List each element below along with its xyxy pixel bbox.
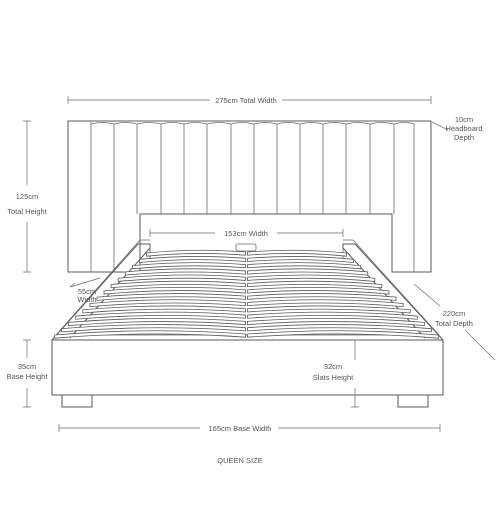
slat-right-7	[247, 287, 390, 295]
dimension-labels: 275cm Total Width 10cm Headboard Depth 1…	[7, 96, 483, 465]
slat-right-9	[247, 299, 404, 308]
slat-right-4	[247, 268, 369, 276]
left-foot	[61, 394, 93, 408]
slat-left-10	[82, 305, 246, 314]
total-height-label: 125cm	[16, 192, 39, 201]
inner-width-label: 153cm Width	[224, 229, 268, 238]
slat-right-2	[247, 256, 354, 263]
base-width-label: 165cm Base Width	[209, 424, 272, 433]
slat-right-12	[247, 317, 425, 327]
headboard	[67, 120, 432, 273]
total-depth-label-line2: Total Depth	[435, 319, 473, 328]
slat-left-12	[68, 317, 246, 327]
slat-left-3	[131, 262, 246, 270]
side-width-label: 55cm	[78, 287, 96, 296]
slat-right-3	[247, 262, 362, 270]
slat-left-2	[139, 256, 246, 263]
dimension-lines	[23, 96, 496, 432]
right-foot	[397, 394, 429, 408]
slats-height-label: 32cm	[324, 362, 342, 371]
total-depth-label: 220cm	[443, 309, 466, 318]
base-height-label-line2: Base Height	[7, 372, 49, 381]
slat-right-13	[247, 324, 432, 333]
slat-left-9	[89, 299, 246, 308]
slat-right-10	[247, 305, 411, 314]
slat-left-13	[61, 324, 246, 333]
slat-right-6	[247, 280, 383, 289]
headboard-depth-label-line3: Depth	[454, 133, 474, 142]
headboard-depth-label: 10cm	[455, 115, 473, 124]
slats-height-label-line2: Slats Height	[313, 373, 354, 382]
headboard-depth-label-line2: Headboard	[445, 124, 482, 133]
total-height-line	[23, 120, 31, 273]
slats	[54, 249, 439, 339]
total-width-label: 275cm Total Width	[215, 96, 277, 105]
base-width-line	[58, 424, 441, 432]
slat-left-6	[110, 280, 246, 289]
slat-left-7	[103, 287, 246, 295]
slat-left-14	[54, 330, 246, 339]
slat-right-5	[247, 274, 376, 282]
side-width-label-line2: Width	[77, 295, 96, 304]
size-caption: QUEEN SIZE	[217, 456, 262, 465]
slat-right-14	[247, 330, 439, 339]
headboard-depth-line	[431, 121, 449, 131]
slat-left-1	[146, 249, 246, 257]
base-height-line	[23, 339, 31, 408]
base-height-label: 35cm	[18, 362, 36, 371]
slat-left-11	[75, 311, 246, 320]
slats-height-line	[351, 339, 359, 408]
bed-frame	[51, 239, 444, 408]
slat-left-4	[124, 268, 246, 276]
headboard-panels	[90, 121, 415, 272]
slat-right-8	[247, 293, 397, 301]
slat-right-11	[247, 311, 418, 320]
side-width-line	[69, 277, 101, 288]
center-cap	[235, 243, 257, 252]
inner-width-line	[149, 229, 344, 237]
total-width-line	[67, 96, 432, 104]
slat-left-8	[96, 293, 246, 301]
total-height-label-line2: Total Height	[7, 207, 48, 216]
total-depth-line	[413, 283, 496, 361]
slat-left-5	[117, 274, 246, 282]
slat-right-1	[247, 249, 347, 257]
